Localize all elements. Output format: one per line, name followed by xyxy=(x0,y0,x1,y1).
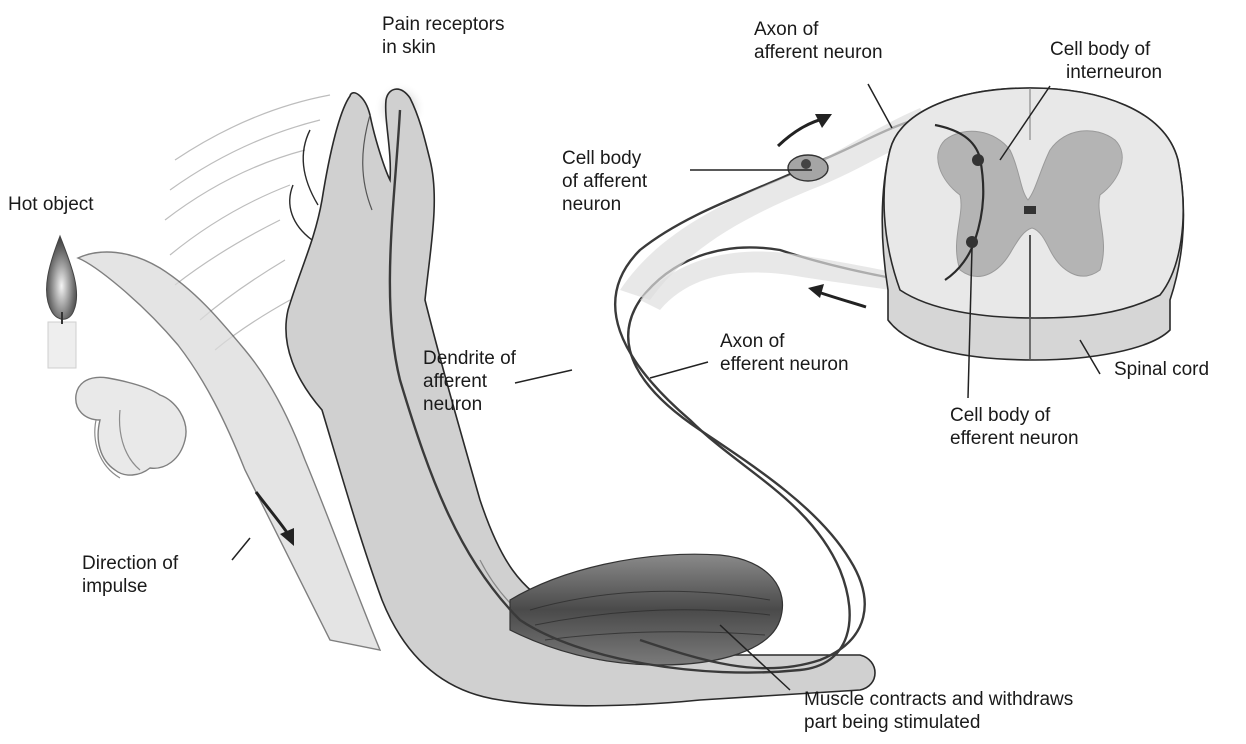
label-line: neuron xyxy=(562,193,647,216)
label-muscle-contracts: Muscle contracts and withdraws part bein… xyxy=(804,688,1073,734)
label-line: efferent neuron xyxy=(720,353,849,376)
label-line: of afferent xyxy=(562,170,647,193)
label-spinal-cord: Spinal cord xyxy=(1114,358,1209,381)
label-line: Axon of xyxy=(720,330,849,353)
label-line: interneuron xyxy=(1050,61,1162,84)
interneuron-body xyxy=(972,154,984,166)
label-line: part being stimulated xyxy=(804,711,1073,734)
label-direction-impulse: Direction of impulse xyxy=(82,552,178,598)
label-axon-afferent: Axon of afferent neuron xyxy=(754,18,883,64)
label-line: impulse xyxy=(82,575,178,598)
label-line: in skin xyxy=(382,36,505,59)
label-hot-object: Hot object xyxy=(8,193,94,216)
label-line: Muscle contracts and withdraws xyxy=(804,688,1073,711)
label-line: neuron xyxy=(423,393,516,416)
label-line: Cell body of xyxy=(1050,38,1162,61)
candle-icon xyxy=(47,236,77,368)
arrow-efferent-icon xyxy=(808,284,866,307)
efferent-neuron-body xyxy=(966,236,978,248)
label-line: Axon of xyxy=(754,18,883,41)
label-line: Pain receptors xyxy=(382,13,505,36)
arrow-afferent-icon xyxy=(778,114,832,146)
label-line: Spinal cord xyxy=(1114,358,1209,381)
label-line: efferent neuron xyxy=(950,427,1079,450)
label-line: Cell body xyxy=(562,147,647,170)
label-axon-efferent: Axon of efferent neuron xyxy=(720,330,849,376)
spinal-cord xyxy=(882,88,1183,360)
label-line: Direction of xyxy=(82,552,178,575)
label-pain-receptors: Pain receptors in skin xyxy=(382,13,505,59)
label-cell-body-interneuron: Cell body of interneuron xyxy=(1050,38,1162,84)
label-line: afferent xyxy=(423,370,516,393)
label-line: afferent neuron xyxy=(754,41,883,64)
label-dendrite-afferent: Dendrite of afferent neuron xyxy=(423,347,516,416)
label-line: Dendrite of xyxy=(423,347,516,370)
label-line: Cell body of xyxy=(950,404,1079,427)
label-cell-body-efferent: Cell body of efferent neuron xyxy=(950,404,1079,450)
label-line: Hot object xyxy=(8,193,94,216)
label-cell-body-afferent: Cell body of afferent neuron xyxy=(562,147,647,216)
